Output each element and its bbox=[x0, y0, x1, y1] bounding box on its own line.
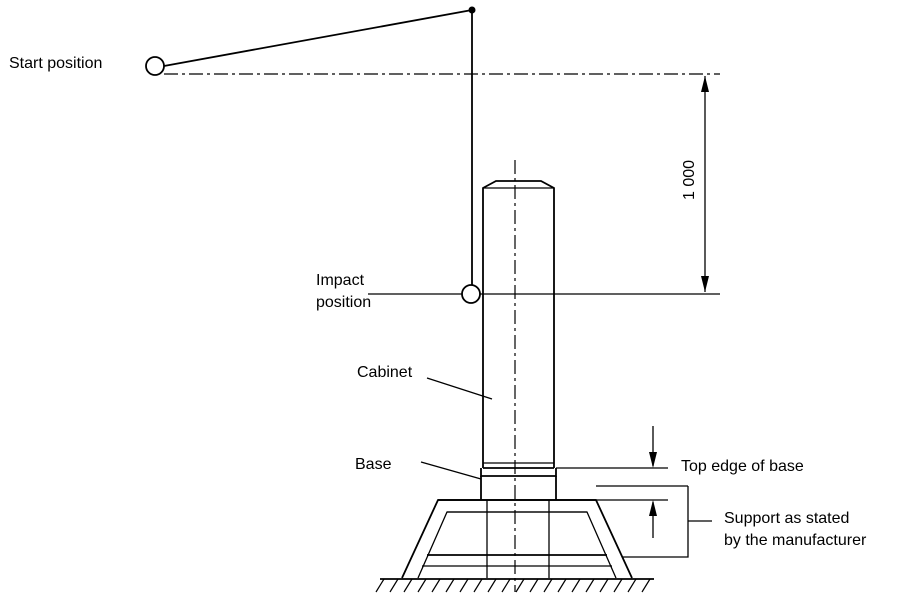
cabinet-leader bbox=[426, 377, 493, 400]
dimension-arrow-top bbox=[701, 76, 709, 92]
label-top-edge: Top edge of base bbox=[681, 458, 804, 475]
base-block bbox=[480, 468, 557, 477]
pendulum-arm-start bbox=[163, 9, 473, 67]
ball-start-position bbox=[145, 56, 165, 76]
support-arrow-head bbox=[649, 500, 657, 516]
ground-hatching bbox=[375, 578, 651, 593]
label-support-line1: Support as stated bbox=[724, 510, 849, 527]
label-start-position: Start position bbox=[9, 55, 102, 72]
dimension-arrow-bottom bbox=[701, 276, 709, 292]
label-impact-line2: position bbox=[316, 294, 371, 311]
ball-impact-position bbox=[461, 284, 481, 304]
label-base: Base bbox=[355, 456, 392, 473]
dimension-value: 1 000 bbox=[681, 160, 698, 200]
cabinet-outline bbox=[482, 180, 555, 468]
label-support-line2: by the manufacturer bbox=[724, 532, 867, 549]
base-leader bbox=[420, 461, 482, 480]
support-bracket bbox=[622, 486, 689, 558]
label-cabinet: Cabinet bbox=[357, 364, 413, 381]
top-edge-arrow-head bbox=[649, 452, 657, 468]
label-impact-line1: Impact bbox=[316, 272, 365, 289]
support-frame-inner bbox=[417, 511, 617, 579]
